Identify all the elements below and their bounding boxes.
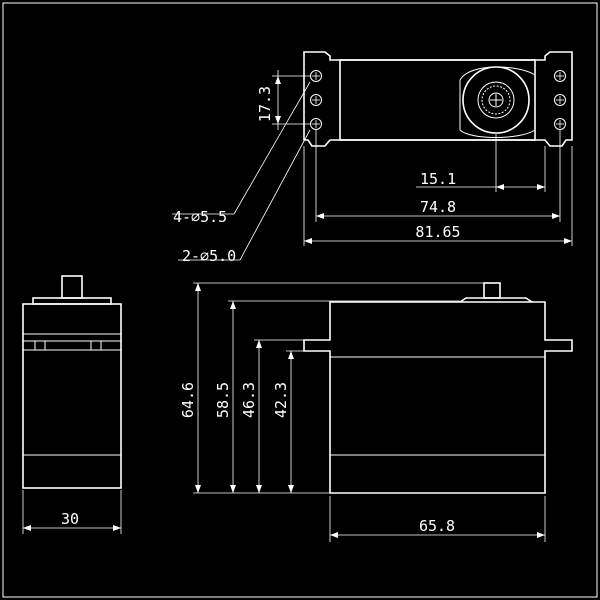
- top-view-extension-lines: [303, 130, 573, 246]
- top-view: 17.3 4-∅5.5 2-∅5.0 15.1 74: [172, 51, 573, 265]
- spline-gear-outer: [477, 81, 515, 119]
- dim-overall-length-label: 81.65: [415, 223, 460, 241]
- dim-body-length-label: 65.8: [419, 517, 455, 535]
- end-view-case-body: [22, 303, 122, 489]
- top-view-flange-outline: [303, 51, 573, 147]
- mounting-holes-right: [554, 70, 566, 130]
- dim-mount-spacing-marks: [272, 70, 310, 130]
- dim-shaft-offset-label: 15.1: [420, 170, 456, 188]
- dim-end-width-marks: [22, 490, 122, 534]
- dim-mount-spacing-label: 17.3: [256, 86, 274, 122]
- end-view-top-cap: [32, 297, 112, 305]
- dim-overall-length-marks: [304, 238, 572, 244]
- dim-to-flange-top-label: 46.3: [240, 382, 258, 418]
- dim-to-flange-bottom-marks: [288, 351, 294, 493]
- dim-overall-height-marks: [195, 283, 201, 493]
- dim-body-length-marks: [329, 496, 546, 542]
- dim-hole-spacing-label: 74.8: [420, 198, 456, 216]
- dim-end-width-label: 30: [61, 510, 79, 528]
- mounting-holes-left: [310, 70, 322, 130]
- dim-body-height-label: 58.5: [214, 382, 232, 418]
- screw-head: [488, 92, 504, 108]
- output-boss-circle: [462, 66, 530, 134]
- end-view: 30: [22, 275, 122, 534]
- dim-hole-spacing-marks: [316, 213, 560, 219]
- side-view-gear-boss: [459, 297, 533, 303]
- top-view-output-housing: [459, 66, 536, 138]
- end-view-output-shaft: [61, 275, 83, 299]
- side-view: 64.6 58.5 46.3 42.3 65: [179, 282, 573, 542]
- dim-overall-height-label: 64.6: [179, 382, 197, 418]
- dim-hole-small-label: 2-∅5.0: [182, 247, 236, 265]
- dim-to-flange-bottom-label: 42.3: [272, 382, 290, 418]
- side-view-output-shaft: [483, 282, 501, 299]
- top-view-case-body: [339, 59, 536, 141]
- spline-gear-teeth: [481, 85, 511, 115]
- side-view-extension-lines: [193, 282, 484, 494]
- leader-hole-large: [233, 81, 311, 215]
- dim-shaft-offset-marks: [416, 184, 545, 190]
- dim-hole-large-label: 4-∅5.5: [173, 208, 227, 226]
- dim-to-flange-top-marks: [256, 340, 262, 493]
- side-view-case-outline: [303, 301, 573, 494]
- leader-hole-small: [239, 129, 311, 261]
- dim-body-height-marks: [230, 301, 236, 493]
